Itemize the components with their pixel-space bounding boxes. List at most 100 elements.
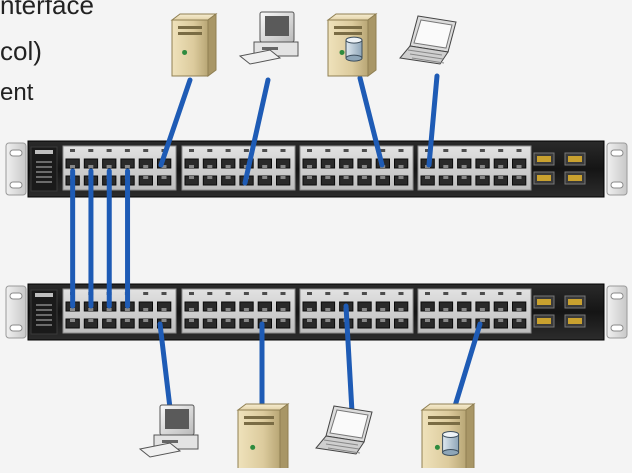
port-latch [143, 319, 149, 322]
status-led [36, 176, 52, 178]
port-latch [307, 308, 312, 311]
port-led [443, 292, 449, 295]
port-led [88, 149, 94, 152]
device-cable [426, 73, 440, 168]
power-led [339, 49, 345, 55]
server-side [279, 403, 289, 473]
port-led [225, 292, 231, 295]
port-latch [189, 319, 194, 322]
port-latch [280, 308, 286, 311]
port-latch [479, 176, 485, 179]
key-row [323, 439, 359, 446]
port-led [225, 149, 231, 152]
port-led [243, 149, 249, 152]
port-led [380, 149, 386, 152]
port-latch [124, 319, 130, 322]
port-latch [443, 176, 449, 179]
port-latch [280, 319, 286, 322]
port-latch [161, 319, 167, 322]
port-led [262, 292, 268, 295]
desktop-computer-icon [138, 404, 199, 458]
sfp-contacts [568, 318, 582, 324]
sfp-contacts [537, 175, 551, 181]
device-cable [157, 321, 173, 411]
port-led [398, 292, 404, 295]
port-latch [70, 165, 75, 168]
port-led [280, 292, 286, 295]
server-front [237, 409, 281, 473]
port-latch [479, 308, 485, 311]
port-led [425, 149, 430, 152]
port-latch [443, 319, 449, 322]
port-latch [361, 319, 367, 322]
port-group [299, 145, 414, 191]
port-latch [88, 319, 94, 322]
port-led [189, 292, 194, 295]
laptop-screen [413, 19, 453, 49]
port-latch [443, 308, 449, 311]
database-server-icon [326, 13, 378, 77]
port-latch [207, 165, 213, 168]
port-latch [343, 176, 349, 179]
port-latch [189, 308, 194, 311]
switch-logo-area [30, 289, 58, 335]
port-led [207, 149, 213, 152]
port-led [498, 149, 504, 152]
sfp-contacts [537, 318, 551, 324]
port-group [417, 288, 532, 334]
port-led [461, 292, 467, 295]
port-latch [425, 176, 430, 179]
port-latch [161, 176, 167, 179]
server-front [171, 19, 209, 77]
sfp-contacts [568, 156, 582, 162]
port-latch [425, 319, 430, 322]
switch-logo-area [30, 146, 58, 192]
database-top [345, 36, 363, 44]
port-led [307, 149, 312, 152]
port-led [479, 292, 485, 295]
keyboard [138, 442, 182, 458]
port-led [325, 292, 331, 295]
port-latch [262, 319, 268, 322]
keyboard [238, 49, 282, 65]
slide-text-line-1: nterface [0, 0, 94, 20]
laptop-icon [315, 405, 373, 455]
server-side [207, 13, 217, 77]
port-latch [307, 319, 312, 322]
port-led [143, 292, 149, 295]
port-latch [207, 176, 213, 179]
laptop-icon [399, 15, 457, 65]
port-led [124, 149, 130, 152]
port-latch [262, 308, 268, 311]
drive-bay [162, 440, 178, 443]
port-latch [225, 176, 231, 179]
port-led [307, 292, 312, 295]
port-led [280, 149, 286, 152]
port-led [262, 149, 268, 152]
server-top [420, 403, 476, 411]
port-led [243, 292, 249, 295]
status-led [36, 181, 52, 183]
port-led [325, 149, 331, 152]
database-bottom [442, 449, 460, 456]
drive-slot [178, 32, 202, 35]
port-latch [124, 308, 130, 311]
port-latch [498, 176, 504, 179]
status-led [36, 309, 52, 311]
bottom-switch [5, 283, 628, 341]
port-latch [161, 308, 167, 311]
port-latch [380, 308, 386, 311]
drive-slot [244, 422, 274, 425]
status-led [36, 314, 52, 316]
port-latch [262, 176, 268, 179]
port-latch [343, 165, 349, 168]
top-switch [5, 140, 628, 198]
power-led [250, 444, 256, 450]
key-row [325, 443, 360, 450]
port-led [398, 149, 404, 152]
port-latch [325, 308, 331, 311]
port-latch [498, 165, 504, 168]
port-led [106, 149, 112, 152]
mount-hole [610, 292, 624, 300]
